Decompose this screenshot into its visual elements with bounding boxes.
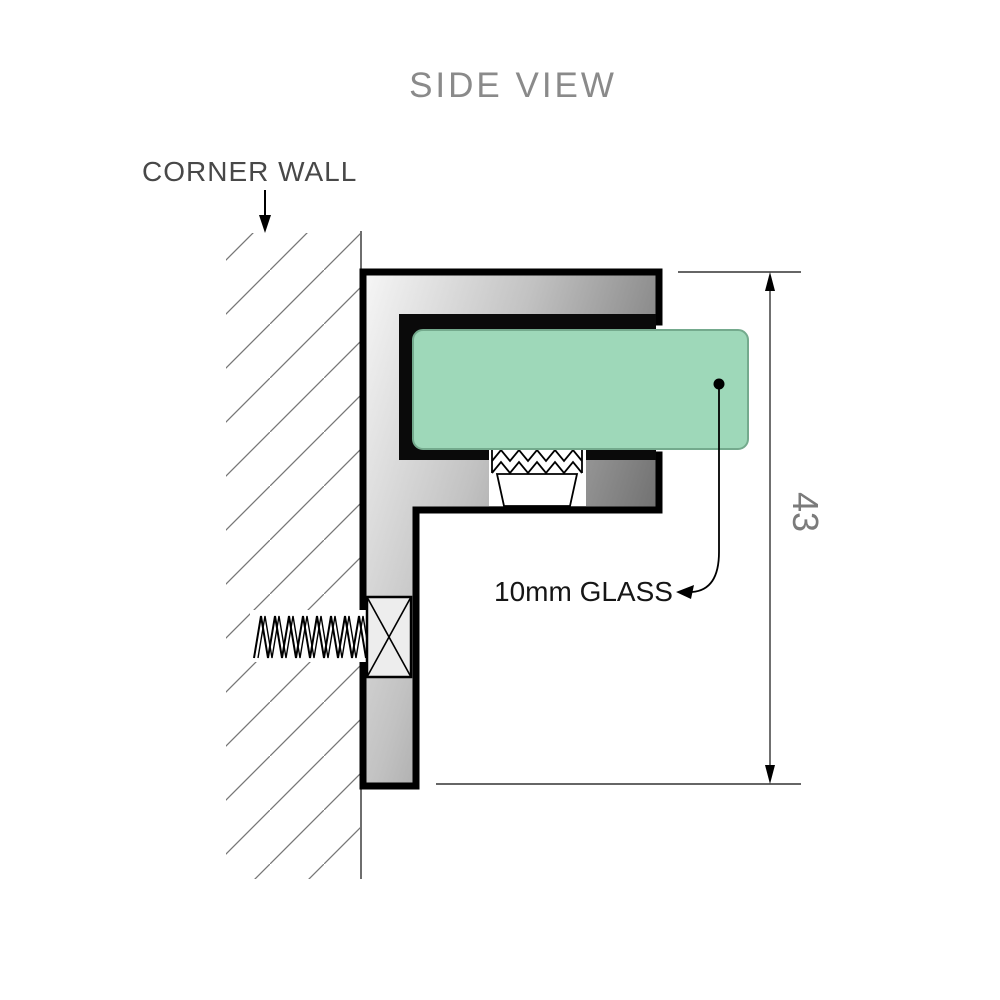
gasket-grub-screw — [489, 448, 586, 507]
gasket-thread-row-2 — [491, 460, 583, 475]
screw-thread-detail — [257, 615, 371, 659]
glass-leader-line — [691, 389, 720, 593]
corner-wall-label: CORNER WALL — [142, 156, 357, 187]
dimension-label: 43 — [785, 492, 826, 532]
diagram-title: SIDE VIEW — [409, 66, 617, 105]
corner-wall-callout: CORNER WALL — [142, 156, 357, 233]
glass-callout: 10mm GLASS — [494, 378, 725, 607]
glass-leader-arrowhead — [676, 585, 694, 599]
wall — [226, 231, 362, 879]
glass-leader-dot — [713, 378, 725, 390]
dimension-arrow-bottom — [765, 765, 775, 784]
glass-panel — [412, 329, 749, 450]
gasket-body — [495, 473, 579, 507]
wall-hatching — [226, 233, 360, 879]
corner-wall-arrowhead — [259, 215, 271, 233]
bracket-profile — [359, 268, 663, 790]
dimension: 43 — [436, 271, 826, 785]
wall-screw — [250, 595, 413, 679]
glass-label: 10mm GLASS — [494, 576, 673, 607]
screw-head-cross-2 — [366, 596, 412, 678]
dimension-arrow-top — [765, 272, 775, 291]
